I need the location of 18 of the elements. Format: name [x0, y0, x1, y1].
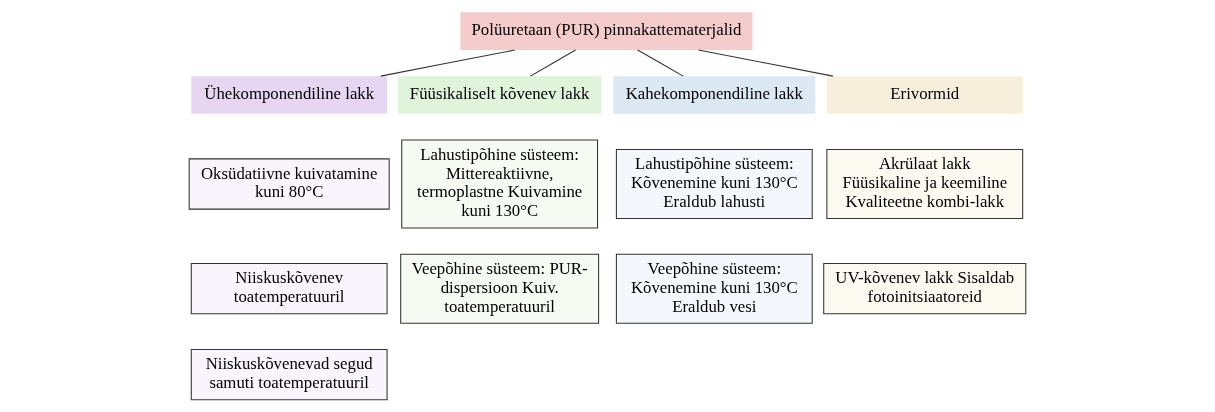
node-box: Akrülaat lakk Füüsikaline ja keemiline Kvaliteetne kombi-lakk: [826, 148, 1024, 220]
node-box: Kahekomponendiline lakk: [613, 76, 816, 114]
node-box: Lahustipõhine süsteem: Kõvenemine kuni 130°C Eraldub lahusti: [615, 148, 813, 220]
node-box: UV-kõvenev lakk Sisaldab fotoinitsiaatoreid: [823, 263, 1027, 315]
node-box: Niiskuskõvenev toatemperatuuril: [190, 263, 388, 315]
node-box: Veepõhine süsteem: Kõvenemine kuni 130°C Eraldub vesi: [615, 253, 813, 324]
node-box: Niiskuskõvenevad segud samuti toatemperatuuril: [190, 348, 388, 401]
node-box: Polüuretaan (PUR) pinnakattematerjalid: [460, 12, 753, 50]
connector: [637, 49, 684, 77]
node-box: Ühekomponendiline lakk: [191, 76, 388, 114]
connector: [529, 49, 577, 77]
node-box: Lahustipõhine süsteem: Mittereaktiivne, termoplastne Kuivamine kuni 130°C: [401, 139, 599, 229]
node-box: Oksüdatiivne kuivatamine kuni 80°C: [188, 158, 390, 210]
connector: [380, 49, 516, 77]
node-box: Füüsikaliselt kõvenev lakk: [398, 76, 602, 114]
node-box: Veepõhine süsteem: PUR-dispersioon Kuiv. toatemperatuuril: [400, 253, 600, 324]
node-box: Erivormid: [826, 76, 1023, 114]
connector: [698, 49, 834, 77]
